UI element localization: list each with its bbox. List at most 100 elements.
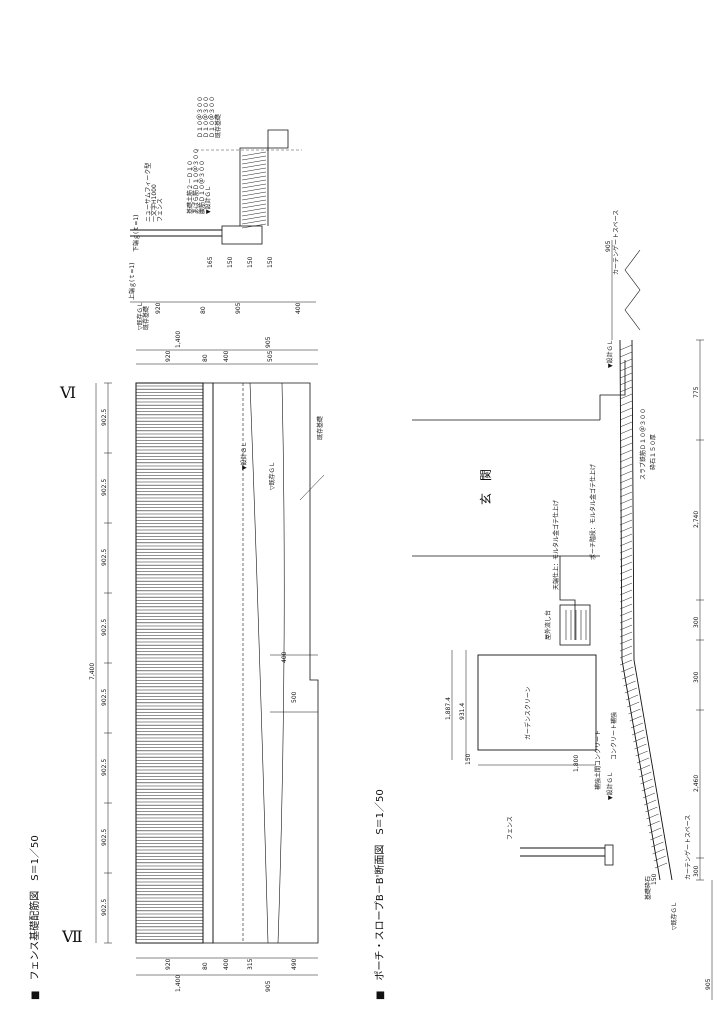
- section-dim: 150: [247, 256, 254, 268]
- right-dim: 80: [202, 354, 209, 362]
- section-label: Ｄ１０＠３００: [209, 96, 216, 138]
- wall-hatch-line: [241, 155, 267, 161]
- right-dim: 505: [267, 350, 274, 362]
- slope-hatch-line: [629, 715, 642, 722]
- slope-hatch-line: [644, 799, 657, 806]
- slope-hatch-line: [619, 358, 633, 365]
- porch-bottom-dim: 2,460: [693, 775, 700, 792]
- slope-hatch-line: [619, 561, 633, 568]
- wall-hatch-line: [241, 211, 267, 217]
- porch-label: 砕石１５０厚: [649, 434, 657, 470]
- slope-hatch-line: [619, 554, 633, 561]
- segment-dim: 902.5: [101, 829, 108, 846]
- porch-step: [599, 360, 626, 420]
- porch-label: コンクリート補強: [610, 712, 618, 760]
- foundation-beam: [221, 225, 263, 245]
- slope-hatch-line: [619, 617, 633, 624]
- porch-bottom-dim: 300: [693, 671, 700, 683]
- slope-hatch-line: [634, 743, 647, 750]
- porch-stairs: [559, 556, 576, 640]
- slope-hatch-line: [619, 575, 633, 582]
- slope-hatch-line: [619, 547, 633, 554]
- right-dim: 400: [223, 350, 230, 362]
- small-dim-1: 150: [651, 873, 658, 885]
- wall-hatch-line: [241, 187, 267, 193]
- porch-label: 基礎砕石: [644, 876, 652, 900]
- slope-hatch-line: [633, 736, 646, 743]
- porch-section: 玄 関 ガーデンスクリーン ポーチ階段：モルタル金ゴテ仕上げ天端仕上：モルタル金…: [412, 210, 713, 1000]
- segment-dim: 902.5: [101, 689, 108, 706]
- porch-section-title: ■ ポーチ・スロープB－B'断面図 S＝1／50: [373, 789, 386, 1000]
- wall-hatch-line: [241, 151, 267, 157]
- slope-hatch-line: [647, 820, 660, 827]
- porch-label: 天端仕上：モルタル金ゴテ仕上げ: [552, 500, 560, 590]
- porch-label: カーテンゲートスペース: [612, 210, 620, 275]
- slope-hatch-line: [619, 379, 633, 386]
- slope-hatch-line: [619, 652, 633, 659]
- outdoor-sink: [559, 604, 591, 646]
- genkan-label: 玄 関: [478, 469, 493, 505]
- porch-bottom-dim: 300: [693, 865, 700, 877]
- section-label: Ｄ１０＠３００: [203, 96, 210, 138]
- left-dim: 920: [165, 958, 172, 970]
- slope-hatch-line: [619, 582, 633, 589]
- left-dim: 315: [247, 958, 254, 970]
- slope-hatch-line: [619, 505, 633, 512]
- slope-hatch-line: [641, 785, 654, 792]
- wall-hatch-line: [241, 199, 267, 205]
- segment-dim: 902.5: [101, 619, 108, 636]
- slope-hatch-line: [652, 848, 665, 855]
- right-dim: 905: [265, 336, 272, 348]
- slope-hatch-line: [619, 512, 633, 519]
- slope-hatch-line: [619, 484, 633, 491]
- slope-hatch-line: [619, 470, 633, 477]
- porch-label: ▼設計ＧＬ: [606, 339, 614, 368]
- section-label: 既存基礎: [142, 306, 150, 330]
- existing-gl-curve-2: [277, 382, 285, 944]
- slope-hatch-line: [639, 771, 652, 778]
- wall-hatch-line: [241, 215, 267, 221]
- slope-hatch-line: [619, 442, 633, 449]
- segment-dim: 902.5: [101, 479, 108, 496]
- section-label: ▼設計ＧＬ: [204, 185, 212, 214]
- section-label: ▽既存ＧＬ: [136, 301, 144, 330]
- slope-hatch-line: [619, 638, 633, 645]
- break-line: [624, 249, 641, 331]
- slope-hatch-line: [650, 834, 663, 841]
- slope-hatch-line: [619, 498, 633, 505]
- fence-foundation-strip: [202, 382, 214, 944]
- fence-plan-title: ■ フェンス基礎配筋図 S＝1／50: [28, 835, 41, 1000]
- gs-height-1: 1,887.4: [445, 697, 452, 720]
- wall-hatch-line: [241, 183, 267, 189]
- sink-lines: [565, 610, 587, 640]
- section-label: 腹筋Ｄ１０＠３００: [198, 160, 206, 214]
- section-dim: 80: [200, 306, 207, 314]
- wall-hatching: [241, 151, 267, 229]
- slope-hatch-line: [619, 449, 633, 456]
- slope-hatch-line: [622, 673, 635, 680]
- wall-hatch-line: [241, 171, 267, 177]
- slope-hatch-line: [648, 827, 662, 834]
- porch-label: フェンス: [507, 816, 514, 840]
- slope-hatch-line: [619, 610, 633, 617]
- segment-dim: 902.5: [101, 759, 108, 776]
- wall-hatch-line: [241, 195, 267, 201]
- left-dim: 490: [291, 958, 298, 970]
- slope-hatch-line: [642, 792, 656, 799]
- porch-label: ポーチ階段：モルタル金ゴテ仕上げ: [589, 464, 597, 560]
- left-dim: 80: [202, 962, 209, 970]
- section-label: あばら筋Ｄ１０＠３００: [192, 148, 200, 214]
- notch-dim-1: 400: [281, 651, 288, 663]
- section-dim: 920: [155, 302, 162, 314]
- slope-hatch-line: [619, 631, 633, 638]
- slope-hatch-line: [625, 694, 639, 701]
- porch-label: ▽既存ＧＬ: [670, 901, 678, 930]
- left-dim: 400: [223, 958, 230, 970]
- slope-hatch-line: [619, 540, 633, 547]
- slope-hatch-line: [619, 365, 633, 372]
